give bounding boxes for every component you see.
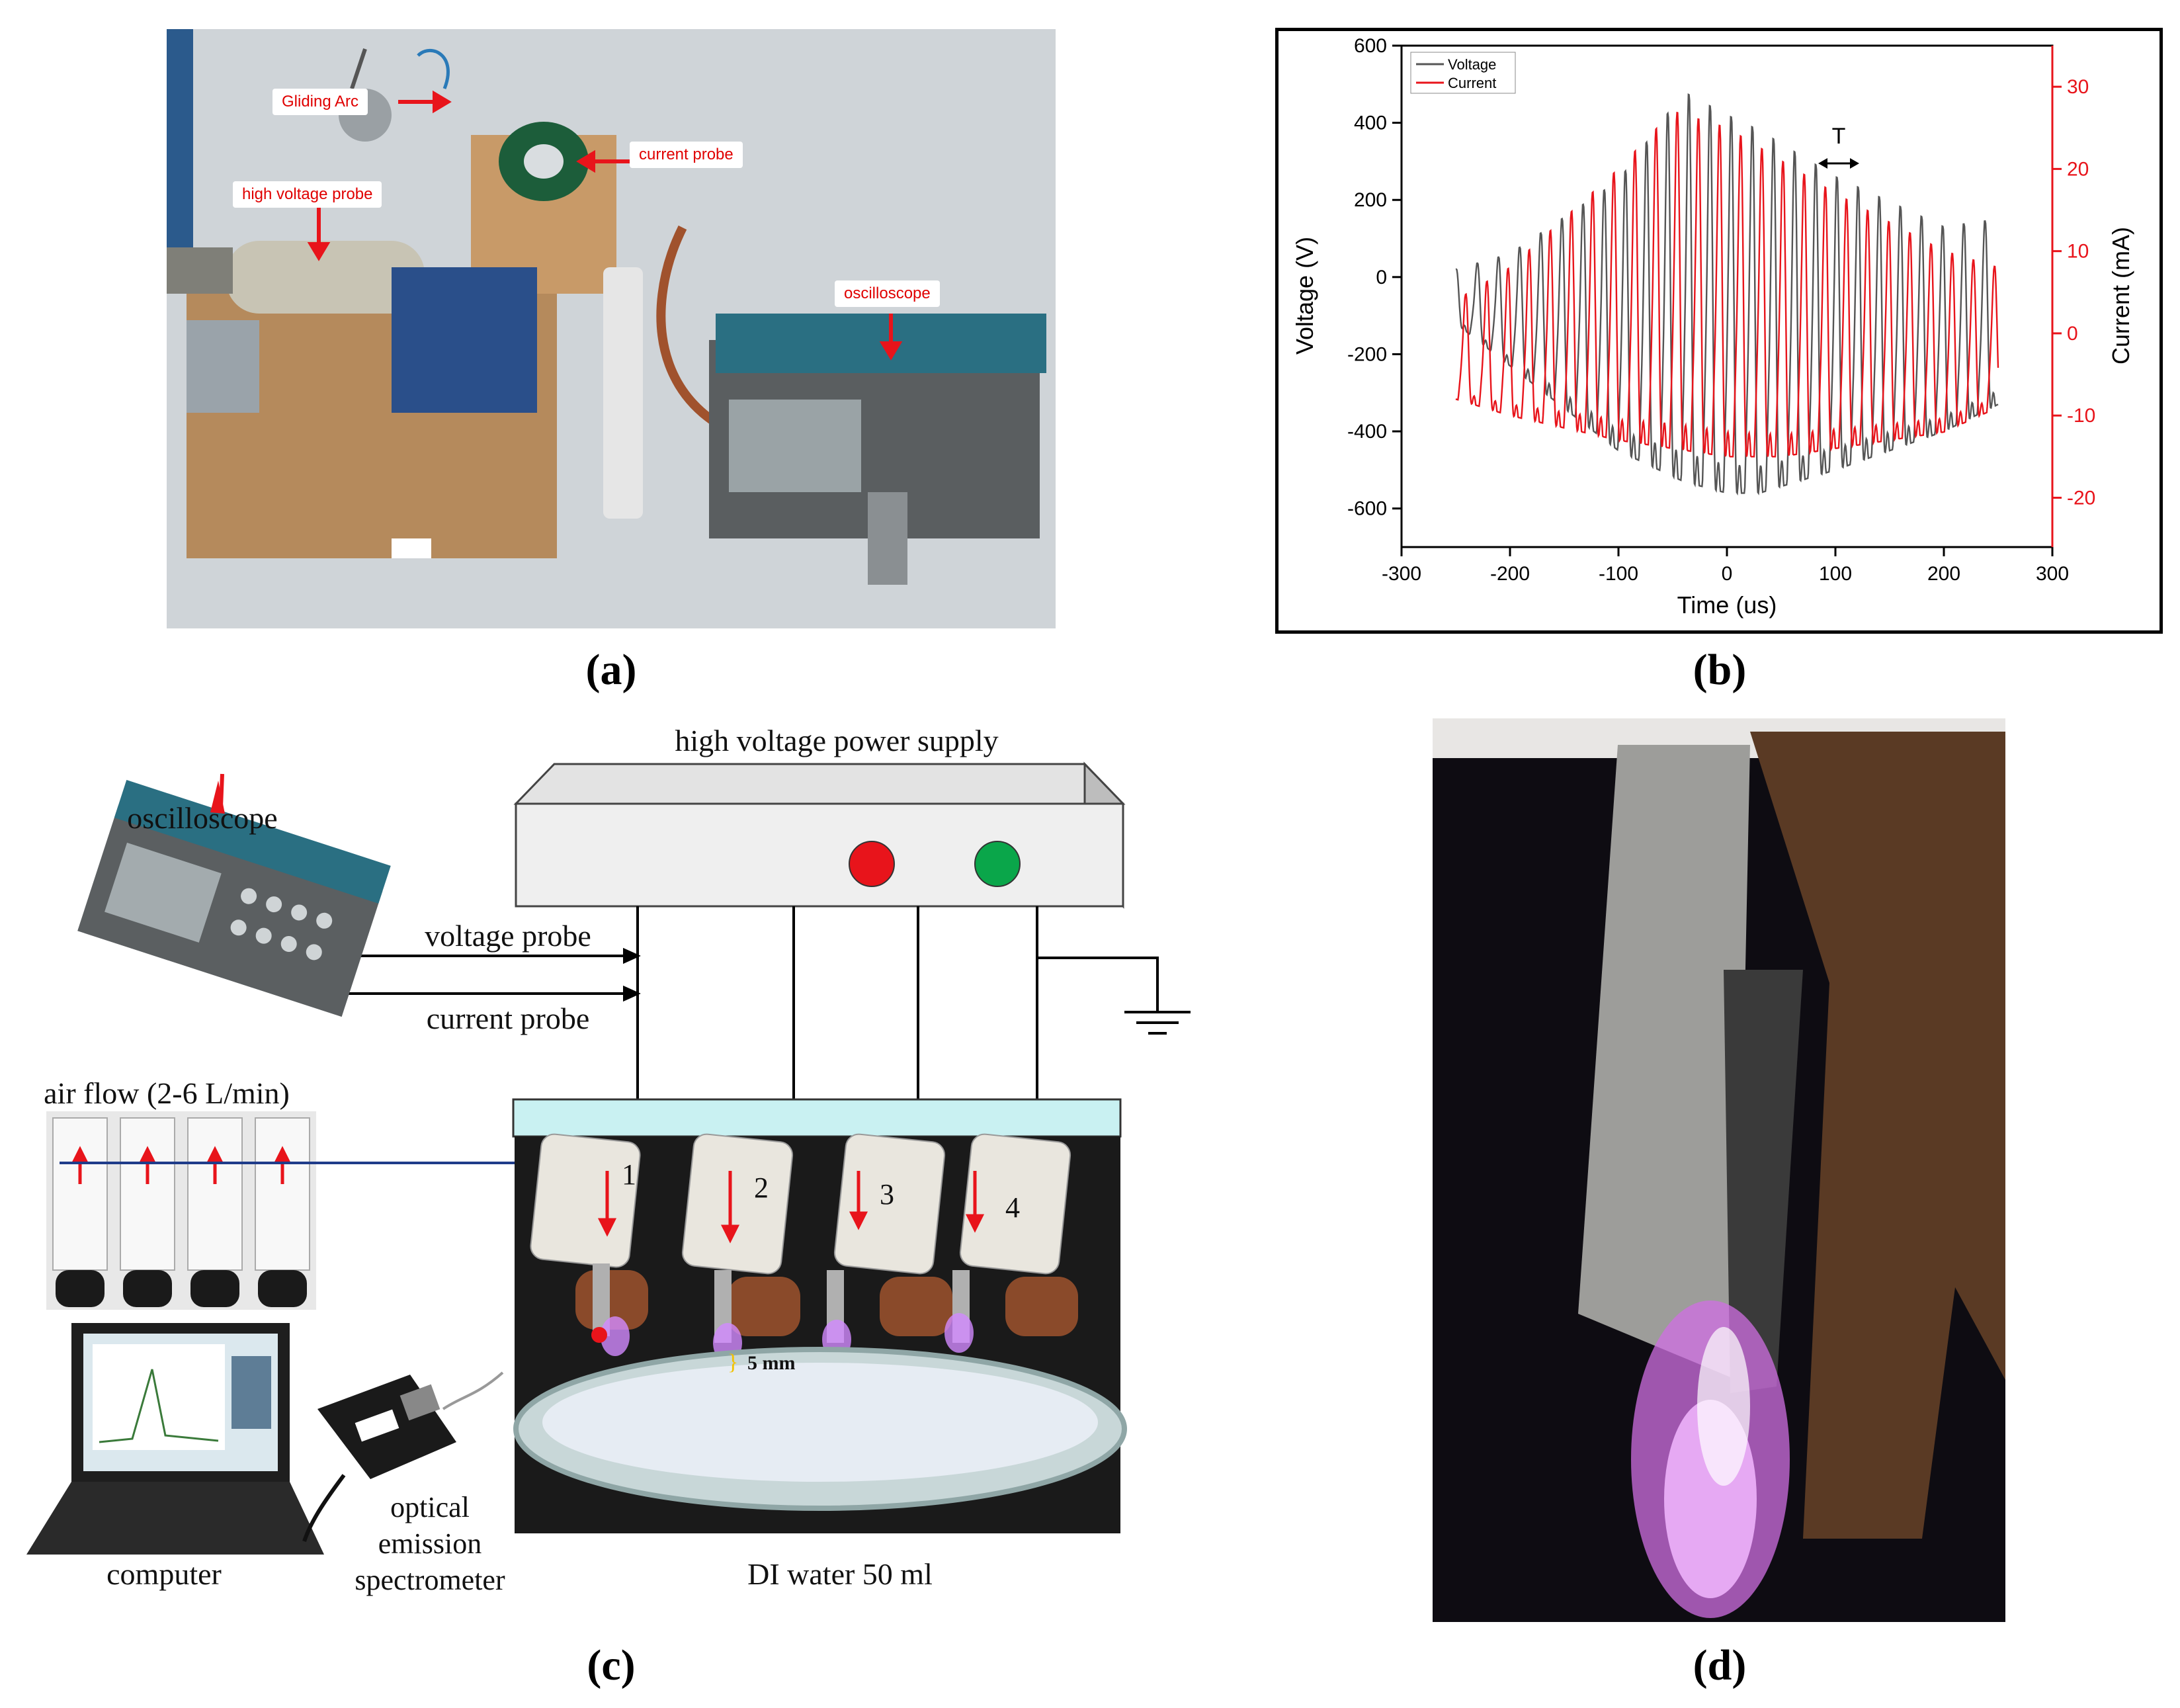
discharge-photo xyxy=(1433,718,2005,1622)
circuit-board xyxy=(392,267,537,413)
supply-wires xyxy=(636,906,1159,1099)
air-flow-label: air flow (2-6 L/min) xyxy=(44,1076,290,1110)
caption-d: (d) xyxy=(1693,1641,1747,1689)
period-label: T xyxy=(1832,124,1846,149)
callout-current-probe: current probe xyxy=(630,142,743,168)
period-annotation: T xyxy=(1818,124,1859,169)
electrode-holder xyxy=(1750,732,2005,1539)
x-tick-label: -300 xyxy=(1382,563,1421,585)
gap-bracket: } xyxy=(728,1350,738,1375)
y2-axis-label: Current (mA) xyxy=(2107,227,2134,364)
electrode-4-label: 4 xyxy=(1005,1191,1020,1224)
y2-tick-label: -10 xyxy=(2067,405,2095,427)
y-tick-label: 0 xyxy=(1376,267,1387,288)
red-indicator-button xyxy=(849,841,895,887)
electrode-1-label: 1 xyxy=(622,1158,636,1191)
metal-electrode-left xyxy=(1578,745,1750,1380)
computer-label: computer xyxy=(106,1557,222,1591)
legend-current: Current xyxy=(1448,75,1496,91)
callout-gliding-arc: Gliding Arc xyxy=(272,89,368,115)
legend: Voltage Current xyxy=(1410,52,1516,94)
gap-label: 5 mm xyxy=(747,1352,795,1374)
caption-c: (c) xyxy=(587,1641,636,1689)
power-supply-box xyxy=(513,761,1126,909)
gas-manifold xyxy=(512,1098,1122,1138)
spectrometer-label-line3: spectrometer xyxy=(355,1564,505,1596)
di-water-label: DI water 50 ml xyxy=(747,1557,933,1591)
series-voltage-line xyxy=(1455,93,1999,496)
power-module xyxy=(187,320,259,413)
x-tick-label: 0 xyxy=(1722,563,1733,585)
setup-photo: Gliding Arc current probe high voltage p… xyxy=(167,29,1056,628)
discharge-scene xyxy=(1433,718,2005,1622)
probe-adapter xyxy=(868,492,907,585)
callout-oscilloscope: oscilloscope xyxy=(835,280,940,307)
power-strip xyxy=(603,267,643,519)
series-current-line xyxy=(1455,111,1999,458)
voltage-probe-label: voltage probe xyxy=(425,919,591,953)
flow-meters xyxy=(46,1111,316,1310)
legend-voltage: Voltage xyxy=(1448,56,1496,73)
blue-panel xyxy=(167,29,193,280)
callout-high-voltage-probe: high voltage probe xyxy=(233,181,382,208)
current-probe-label: current probe xyxy=(427,1002,590,1035)
oscilloscope-screen xyxy=(729,400,861,492)
spectrometer-label-line1: optical xyxy=(390,1491,470,1523)
y2-tick-label: 0 xyxy=(2067,323,2078,345)
y-tick-label: -200 xyxy=(1347,343,1387,365)
power-supply-label: high voltage power supply xyxy=(675,724,998,757)
y2-tick-label: -20 xyxy=(2067,487,2095,509)
green-indicator-button xyxy=(974,841,1021,887)
metal-electrode-right xyxy=(1724,970,1803,1393)
x-axis-label: Time (us) xyxy=(1677,591,1777,619)
y2-tick-label: 30 xyxy=(2067,76,2089,98)
y2-tick-label: 10 xyxy=(2067,241,2089,263)
schematic: high voltage power supply voltage probe … xyxy=(0,708,1204,1621)
computer-image xyxy=(26,1323,324,1555)
x-tick-label: 100 xyxy=(1819,563,1852,585)
callout-arrows xyxy=(307,90,903,361)
y2-tick-label: 20 xyxy=(2067,158,2089,180)
x-tick-label: 300 xyxy=(2036,563,2069,585)
y-axis-label: Voltage (V) xyxy=(1291,237,1318,355)
y-tick-label: -400 xyxy=(1347,421,1387,443)
electrode-3-label: 3 xyxy=(880,1178,894,1211)
y-tick-label: 200 xyxy=(1354,189,1387,211)
y-tick-label: -600 xyxy=(1347,498,1387,520)
electrode-2-label: 2 xyxy=(754,1172,769,1204)
x-tick-label: -200 xyxy=(1490,563,1530,585)
caption-b: (b) xyxy=(1693,646,1747,694)
schematic-drawing: high voltage power supply voltage probe … xyxy=(26,724,1191,1596)
oscilloscope-image xyxy=(77,780,391,1017)
x-tick-label: -100 xyxy=(1599,563,1638,585)
y-tick-label: 600 xyxy=(1354,35,1387,57)
spectrometer-label-line2: emission xyxy=(378,1527,482,1560)
reactor-photo xyxy=(513,1133,1127,1533)
ground-symbol xyxy=(1124,1011,1191,1035)
caption-a: (a) xyxy=(585,646,637,694)
spectrometer-image xyxy=(302,1371,504,1542)
oscilloscope-label: oscilloscope xyxy=(127,801,277,835)
x-tick-label: 200 xyxy=(1927,563,1960,585)
hv-probe-body xyxy=(226,241,425,314)
y-tick-label: 400 xyxy=(1354,112,1387,134)
